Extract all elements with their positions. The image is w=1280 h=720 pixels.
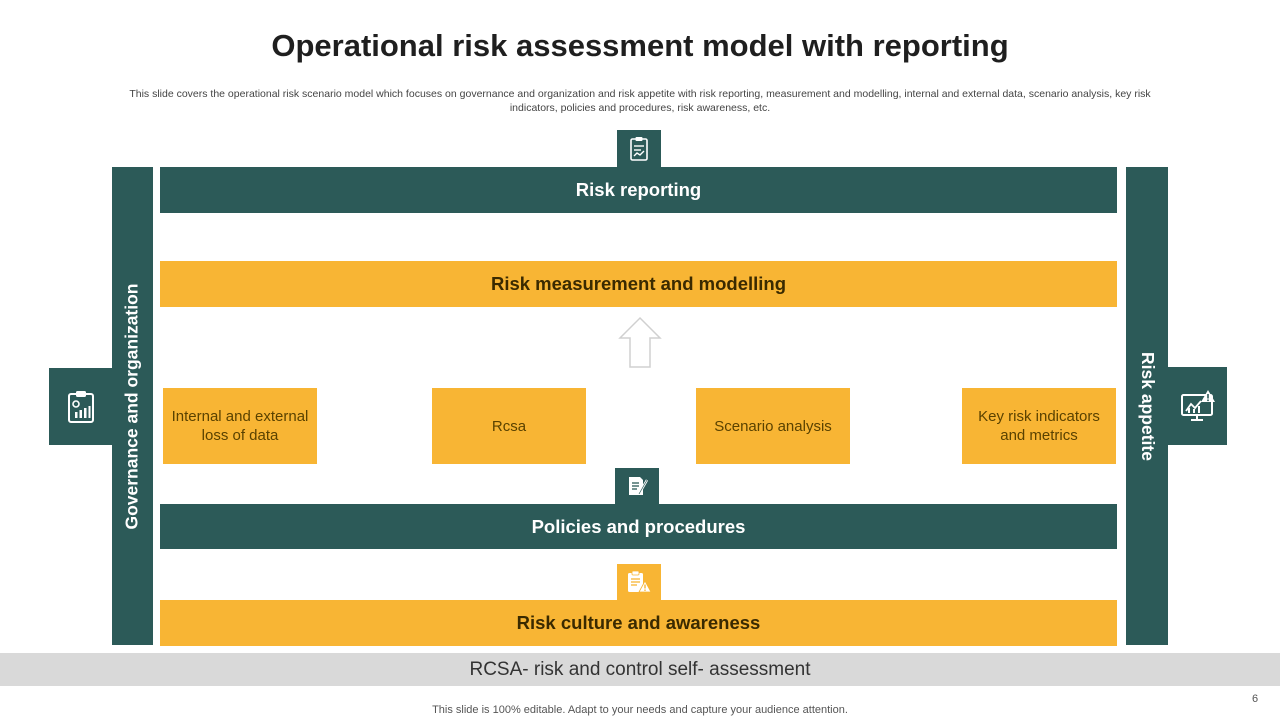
- key-risk-indicators-box: Key risk indicators and metrics: [962, 388, 1116, 464]
- page-number: 6: [1252, 693, 1259, 705]
- clipboard-chart-icon: [67, 390, 94, 423]
- scenario-analysis-box: Scenario analysis: [696, 388, 850, 464]
- up-arrow-icon: [618, 316, 662, 368]
- monitor-chart-warning-icon: [1180, 390, 1215, 421]
- rcsa-box: Rcsa: [432, 388, 586, 464]
- risk-reporting-icon-box: [617, 130, 661, 167]
- rcsa-footer-text: RCSA- risk and control self- assessment: [469, 658, 811, 680]
- risk-reporting-label: Risk reporting: [575, 179, 702, 200]
- governance-icon-box: [49, 368, 112, 445]
- risk-measurement-bar: Risk measurement and modelling: [160, 261, 1117, 307]
- governance-label: Governance and organization: [122, 282, 142, 530]
- loss-data-label: Internal and external loss of data: [171, 408, 309, 444]
- policies-icon-box: [615, 468, 659, 504]
- clipboard-report-icon: [630, 136, 648, 161]
- footer-note: This slide is 100% editable. Adapt to yo…: [432, 704, 848, 716]
- clipboard-warning-icon: [628, 570, 652, 593]
- slide-title: Operational risk assessment model with r…: [271, 28, 1009, 63]
- risk-measurement-label: Risk measurement and modelling: [490, 273, 787, 294]
- rcsa-footer-band: RCSA- risk and control self- assessment: [0, 653, 1280, 686]
- risk-appetite-pillar: Risk appetite: [1126, 167, 1168, 645]
- policies-bar: Policies and procedures: [160, 504, 1117, 549]
- slide-subtitle: This slide covers the operational risk s…: [129, 88, 1151, 114]
- risk-appetite-icon-box: [1168, 367, 1227, 445]
- risk-culture-bar: Risk culture and awareness: [160, 600, 1117, 646]
- policies-label: Policies and procedures: [531, 515, 746, 537]
- risk-culture-label: Risk culture and awareness: [516, 612, 761, 633]
- governance-pillar: Governance and organization: [112, 167, 153, 645]
- risk-appetite-label: Risk appetite: [1137, 351, 1158, 461]
- risk-reporting-bar: Risk reporting: [160, 167, 1117, 213]
- rcsa-label: Rcsa: [491, 417, 527, 435]
- loss-data-box: Internal and external loss of data: [163, 388, 317, 464]
- scenario-analysis-label: Scenario analysis: [714, 417, 832, 435]
- document-pen-icon: [629, 477, 649, 495]
- key-risk-indicators-label: Key risk indicators and metrics: [978, 408, 1100, 444]
- culture-icon-box: [617, 564, 661, 600]
